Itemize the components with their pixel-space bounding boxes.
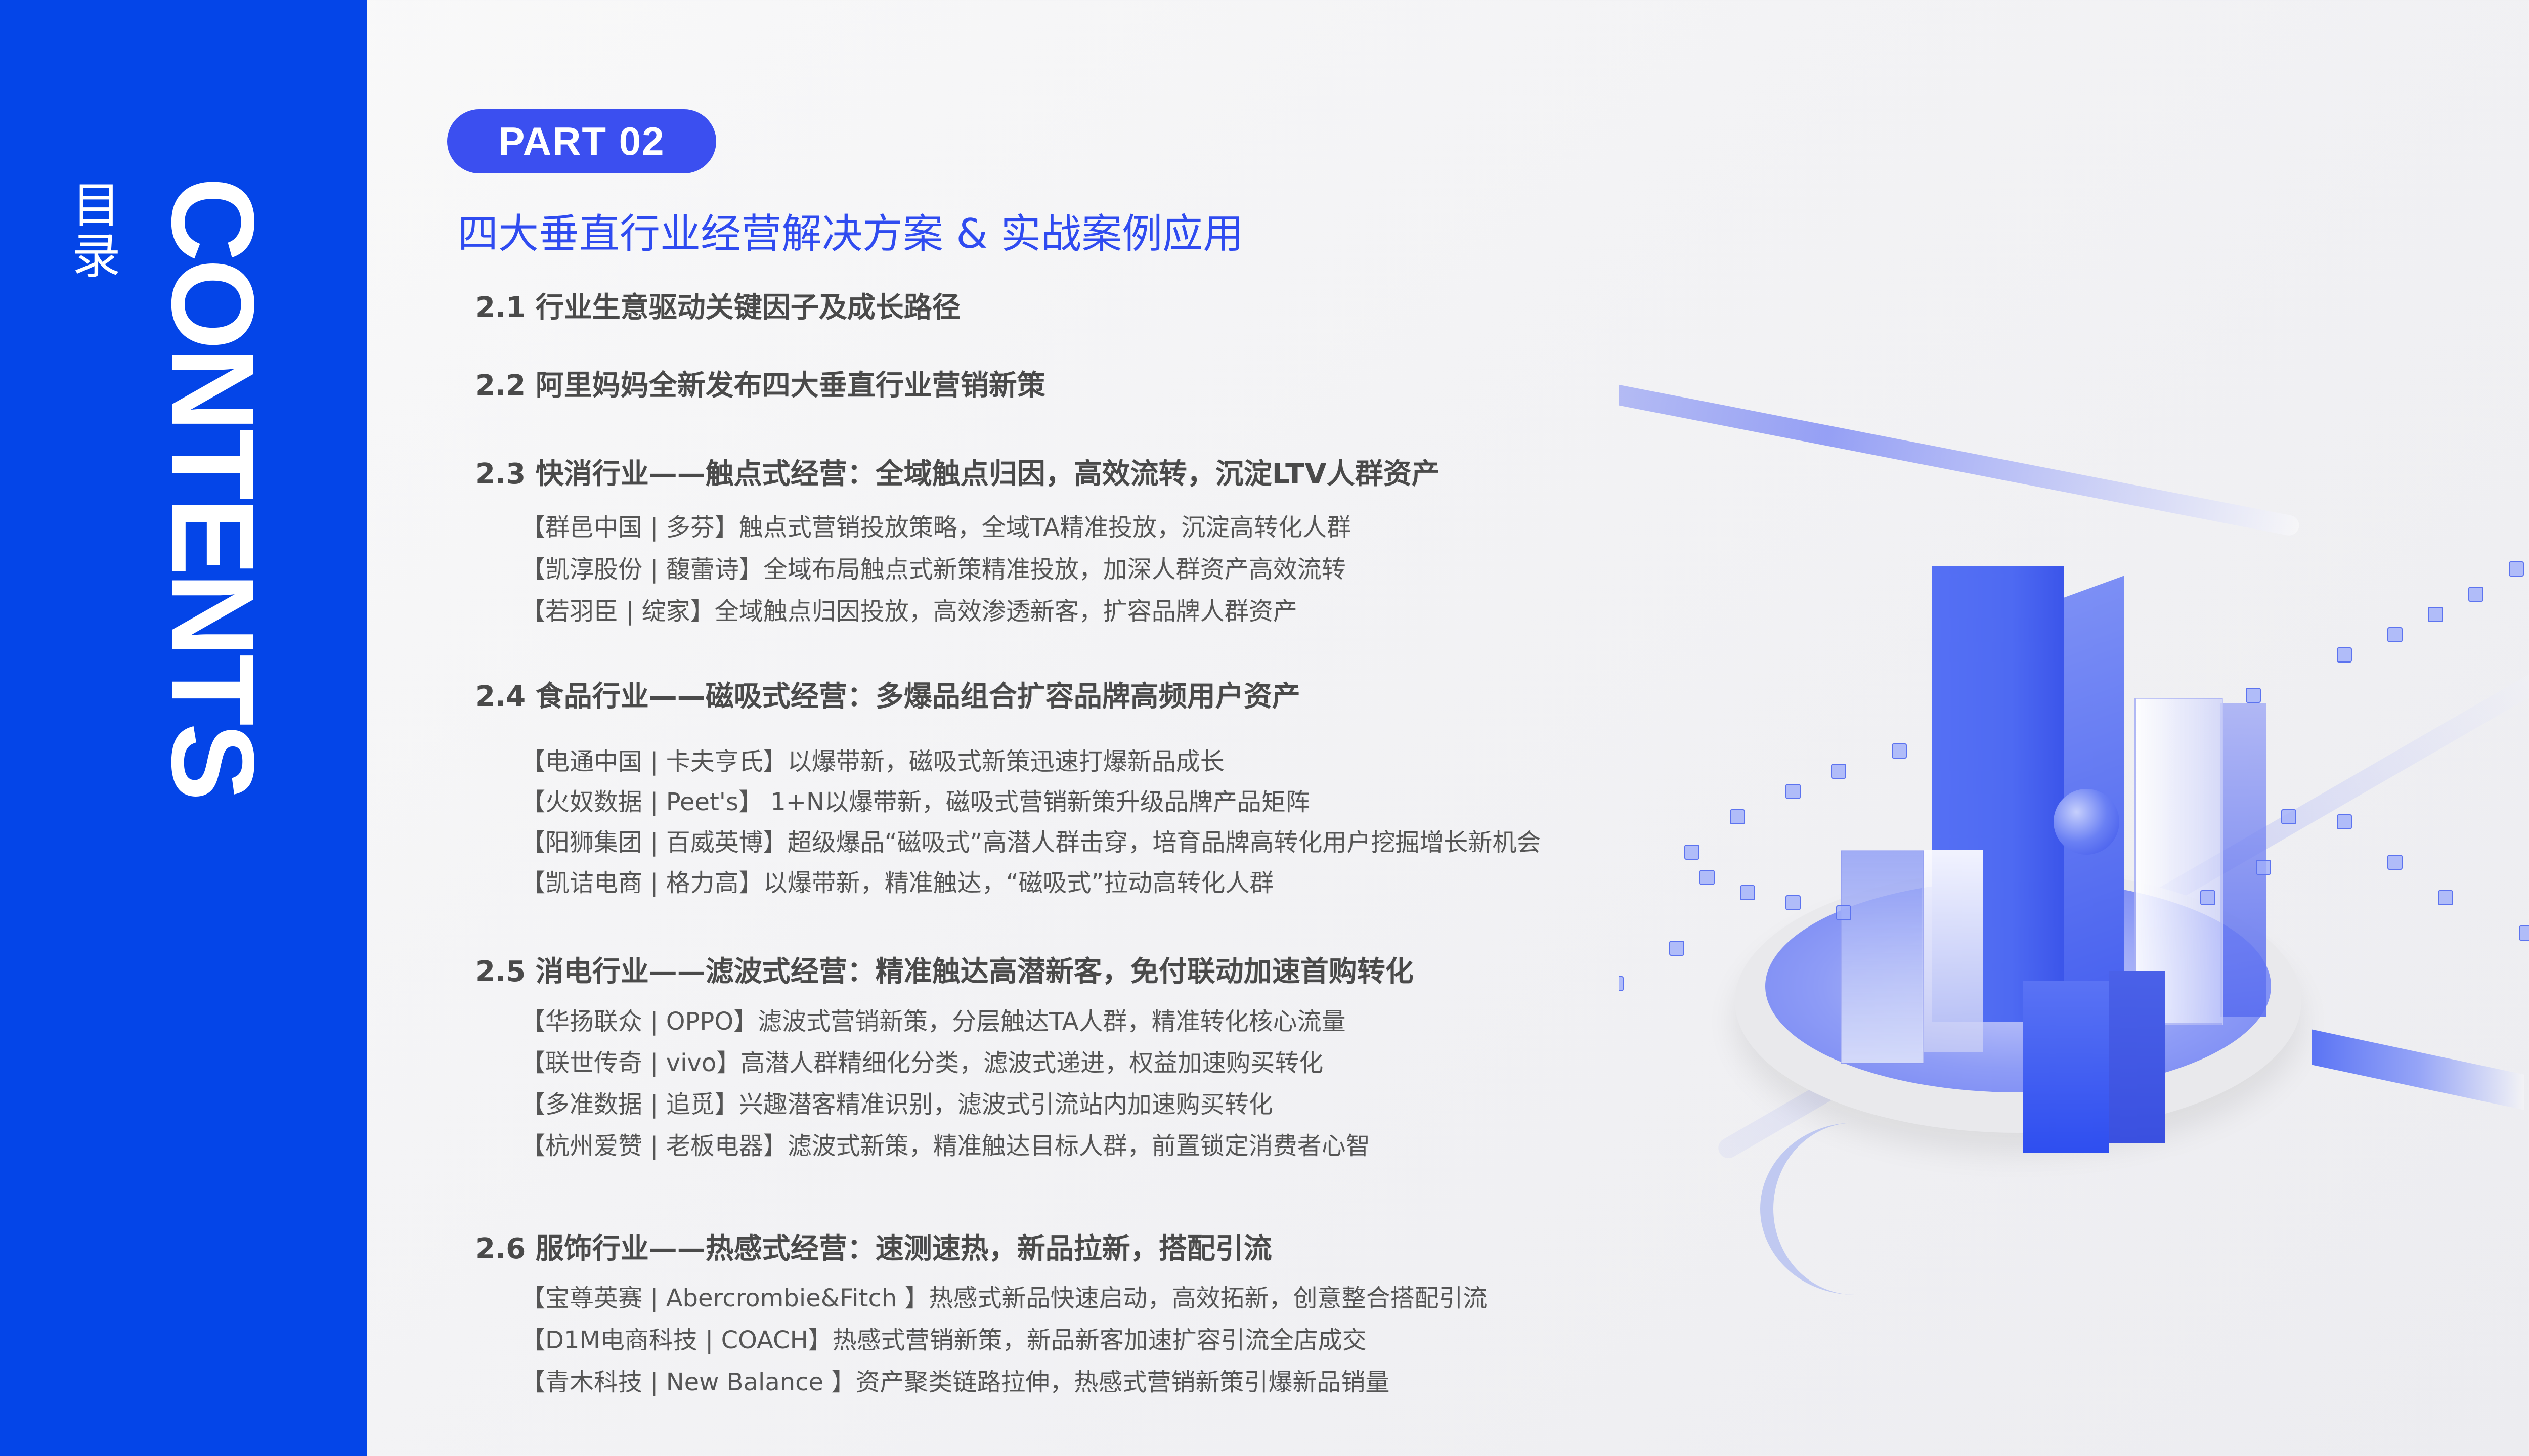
sidebar: 目录 CONTENTS — [0, 0, 367, 1456]
network-node — [2509, 561, 2524, 577]
section-2-3-title[interactable]: 2.3 快消行业——触点式经营：全域触点归因，高效流转，沉淀LTV人群资产 — [475, 458, 1440, 491]
network-node — [2256, 860, 2271, 875]
sidebar-title-en: CONTENTS — [147, 177, 278, 798]
case-item[interactable]: 【电通中国 | 卡夫亨氏】以爆带新，磁吸式新策迅速打爆新品成长 — [521, 747, 1225, 776]
case-item[interactable]: 【阳狮集团 | 百威英博】超级爆品“磁吸式”高潜人群击穿，培育品牌高转化用户挖掘… — [521, 828, 1541, 857]
glass-arc — [1760, 1123, 1854, 1295]
network-node — [2246, 688, 2261, 703]
section-2-4-title[interactable]: 2.4 食品行业——磁吸式经营：多爆品组合扩容品牌高频用户资产 — [475, 680, 1300, 713]
case-item[interactable]: 【D1M电商科技 | COACH】热感式营销新策，新品新客加速扩容引流全店成交 — [521, 1326, 1367, 1354]
network-node — [2387, 627, 2403, 642]
network-node — [2337, 814, 2352, 829]
case-item[interactable]: 【群邑中国 | 多芬】触点式营销投放策略，全域TA精准投放，沉淀高转化人群 — [521, 513, 1351, 542]
case-item[interactable]: 【若羽臣 | 绽家】全域触点归因投放，高效渗透新客，扩容品牌人群资产 — [521, 597, 1297, 626]
network-node — [2281, 809, 2296, 824]
case-item[interactable]: 【青木科技 | New Balance 】资产聚类链路拉伸，热感式营销新策引爆新… — [521, 1368, 1390, 1396]
case-item[interactable]: 【凯诘电商 | 格力高】以爆带新，精准触达，“磁吸式”拉动高转化人群 — [521, 869, 1274, 897]
section-2-6-title[interactable]: 2.6 服饰行业——热感式经营：速测速热，新品拉新，搭配引流 — [475, 1232, 1272, 1265]
network-node — [2200, 890, 2215, 905]
network-node — [2519, 925, 2529, 941]
part-badge: PART 02 — [447, 109, 716, 173]
sidebar-title-cn: 目录 — [64, 180, 120, 281]
network-node — [2468, 587, 2483, 602]
network-node — [2428, 607, 2443, 622]
glow-rail — [1619, 334, 2301, 538]
network-node — [2438, 890, 2453, 905]
case-item[interactable]: 【杭州爱赞 | 老板电器】滤波式新策，精准触达目标人群，前置锁定消费者心智 — [521, 1132, 1370, 1160]
network-node — [1836, 905, 1851, 920]
blue-cube — [2023, 981, 2109, 1153]
blue-slab — [2312, 1029, 2524, 1110]
network-node — [1730, 809, 1745, 824]
network-node — [2387, 855, 2403, 870]
case-item[interactable]: 【宝尊英赛 | Abercrombie&Fitch 】热感式新品快速启动，高效拓… — [521, 1284, 1488, 1312]
network-node — [1619, 976, 1624, 991]
case-item[interactable]: 【火奴数据 | Peet's】 1+N以爆带新，磁吸式营销新策升级品牌产品矩阵 — [521, 788, 1310, 816]
part-title: 四大垂直行业经营解决方案 & 实战案例应用 — [458, 210, 1244, 257]
blue-cube-side — [2109, 971, 2165, 1143]
network-node — [1699, 870, 1715, 885]
network-node — [1740, 885, 1755, 900]
section-2-1-title[interactable]: 2.1 行业生意驱动关键因子及成长路径 — [475, 291, 961, 324]
network-node — [1831, 764, 1846, 779]
case-item[interactable]: 【凯淳股份 | 馥蕾诗】全域布局触点式新策精准投放，加深人群资产高效流转 — [521, 555, 1346, 584]
section-2-2-title[interactable]: 2.2 阿里妈妈全新发布四大垂直行业营销新策 — [475, 369, 1045, 402]
network-node — [1669, 941, 1684, 956]
glass-sphere — [2054, 789, 2119, 855]
network-node — [1785, 895, 1801, 910]
case-item[interactable]: 【多准数据 | 追觅】兴趣潜客精准识别，滤波式引流站内加速购买转化 — [521, 1090, 1273, 1119]
glass-cube-side — [1922, 850, 1983, 1052]
glass-cube — [1841, 850, 1924, 1064]
glass-block — [2134, 698, 2223, 1025]
case-item[interactable]: 【联世传奇 | vivo】高潜人群精细化分类，滤波式递进，权益加速购买转化 — [521, 1049, 1324, 1077]
network-node — [2337, 647, 2352, 663]
network-node — [1684, 845, 1699, 860]
case-item[interactable]: 【华扬联众 | OPPO】滤波式营销新策，分层触达TA人群，精准转化核心流量 — [521, 1007, 1346, 1036]
section-2-5-title[interactable]: 2.5 消电行业——滤波式经营：精准触达高潜新客，免付联动加速首购转化 — [475, 955, 1414, 988]
network-node — [1892, 743, 1907, 759]
isometric-illustration — [1619, 303, 2529, 1456]
network-node — [1785, 784, 1801, 799]
